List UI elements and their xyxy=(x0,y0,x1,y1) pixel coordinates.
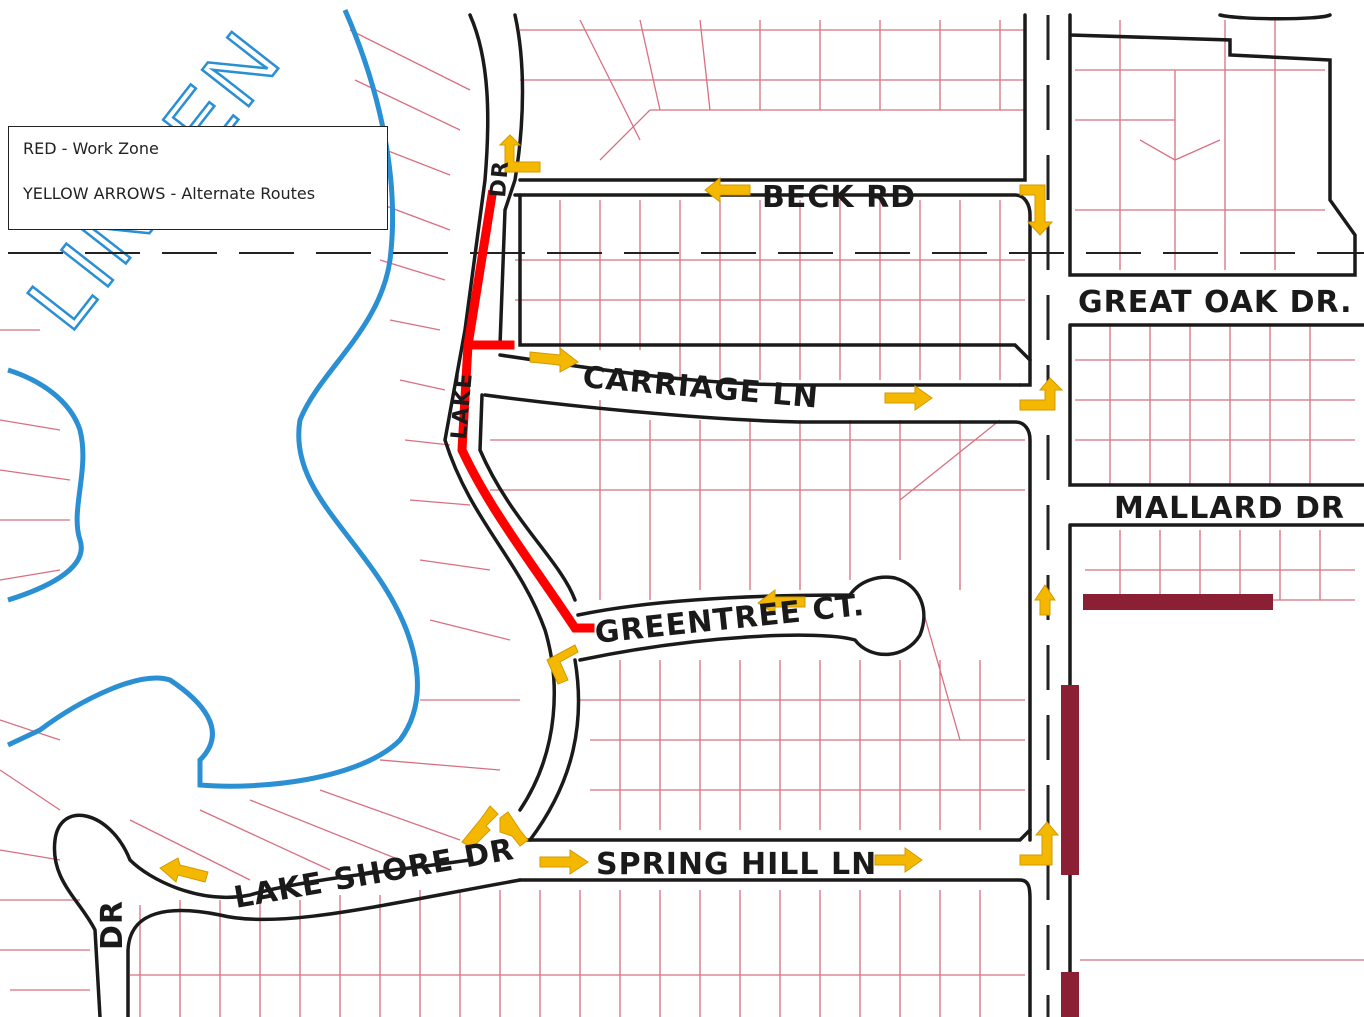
legend-work-zone: RED - Work Zone xyxy=(23,139,159,158)
street-great-oak-dr: GREAT OAK DR. xyxy=(1078,285,1353,320)
maroon-bars xyxy=(1061,594,1273,1017)
lake-shoreline xyxy=(6,8,420,789)
street-mallard-dr: MALLARD DR xyxy=(1114,491,1345,526)
street-dr-left: DR xyxy=(95,900,130,950)
legend-alternate-routes: YELLOW ARROWS - Alternate Routes xyxy=(23,184,316,203)
street-spring-hill-ln: SPRING HILL LN xyxy=(596,847,877,882)
lake-shoreline-west xyxy=(7,367,86,603)
map-legend: RED - Work Zone YELLOW ARROWS - Alternat… xyxy=(8,126,388,230)
street-lake-road-partial: LAKE xyxy=(447,371,478,440)
street-lake-road-dr: DR xyxy=(486,159,514,198)
street-beck-rd: BECK RD xyxy=(762,180,916,215)
road-edges xyxy=(52,13,1364,1017)
parcel-lines xyxy=(0,19,1364,1017)
street-carriage-ln: CARRIAGE LN xyxy=(581,360,820,415)
alternate-route-arrows xyxy=(159,134,1064,883)
work-zone[interactable] xyxy=(457,189,595,633)
